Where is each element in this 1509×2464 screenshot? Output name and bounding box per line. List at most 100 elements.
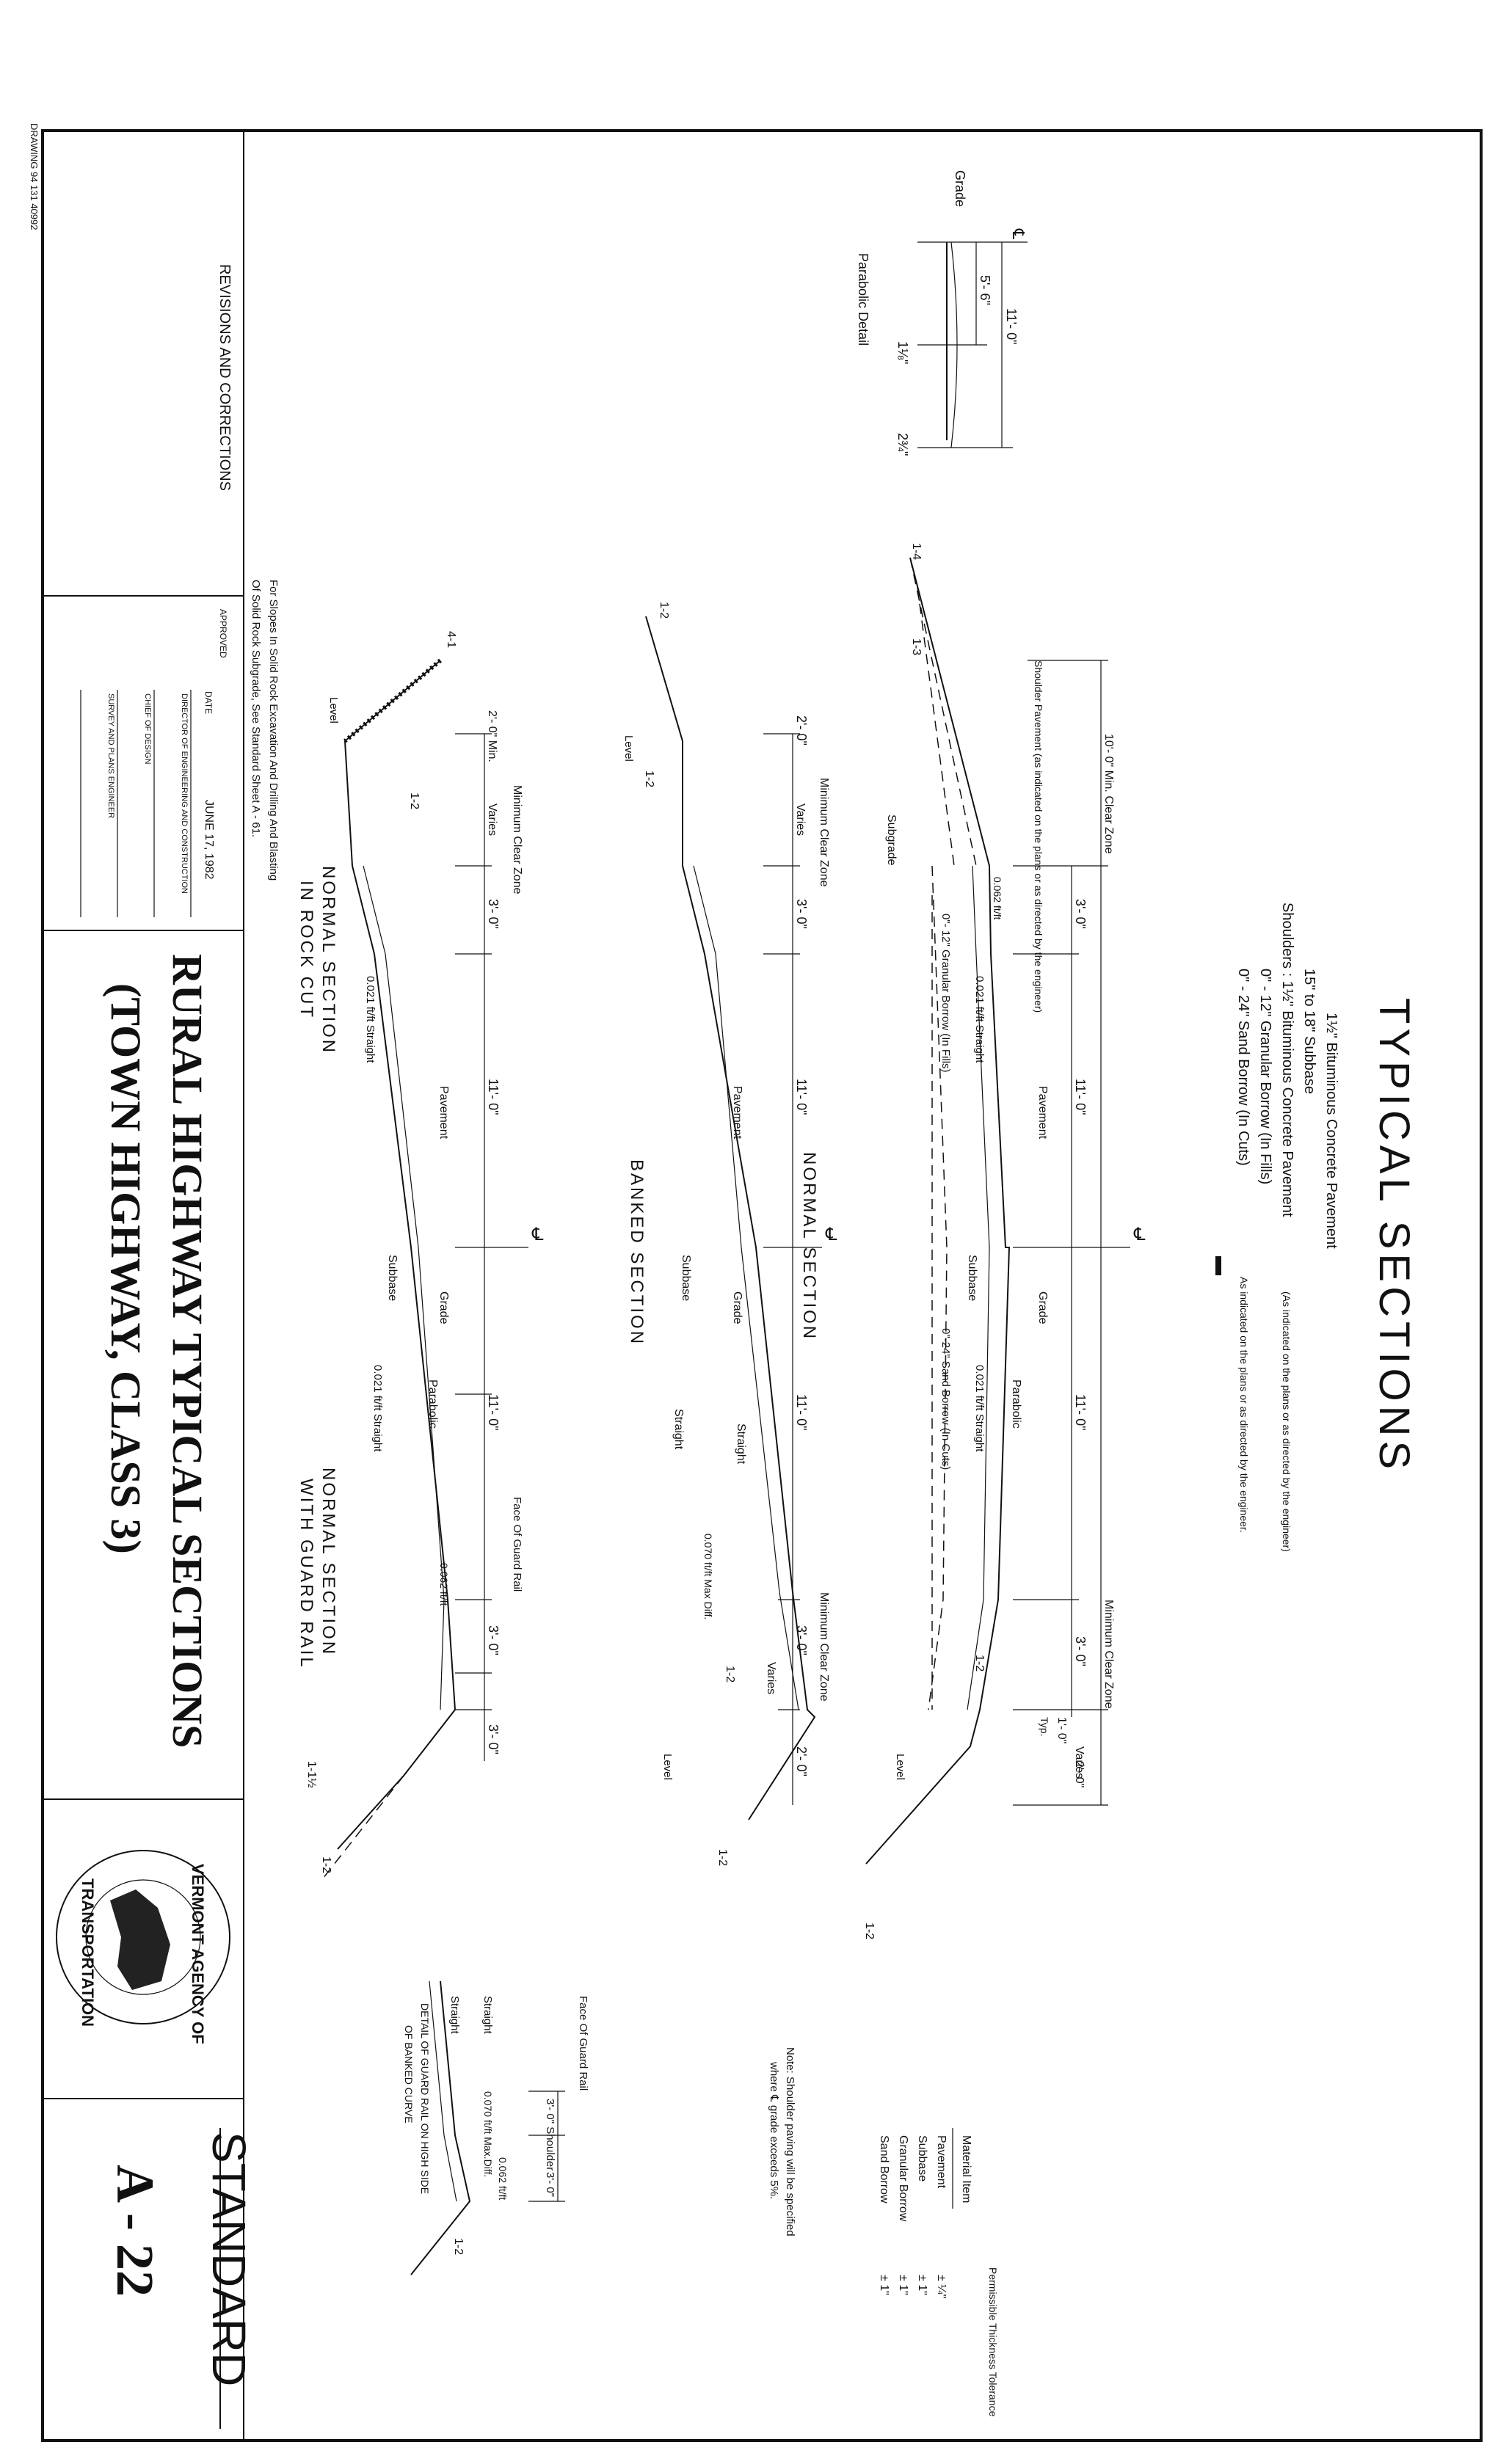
banked-dim-2: 3'- 0" <box>794 899 809 929</box>
normal-slope-12: 1-2 <box>973 1655 986 1672</box>
parabolic-dim-116: 1⅛" <box>895 341 910 364</box>
agency-seal: VERMONT AGENCY OF TRANSPORTATION <box>56 1850 230 2044</box>
normal-clear-zone-left: 10'- 0" Min. Clear Zone <box>1102 734 1115 854</box>
rock-dim-3: 11'- 0" <box>486 1079 501 1115</box>
normal-dim-6: 2'- 0" <box>1073 1761 1086 1787</box>
rock-dim-2: 3'- 0" <box>486 899 501 929</box>
guard-slope: 0.021 ft/ft Straight <box>371 1365 384 1452</box>
banked-clear-left: Minimum Clear Zone <box>818 778 830 887</box>
banked-slope-12-ditch: 1-2 <box>643 770 655 787</box>
survey-label: SURVEY AND PLANS ENGINEER <box>106 693 115 818</box>
parabolic-grade-label: Grade <box>953 170 967 207</box>
banked-straight: Straight <box>735 1424 747 1465</box>
agency-top-text: VERMONT AGENCY OF <box>189 1864 207 2044</box>
sheet-number: A - 22 <box>106 2165 164 2297</box>
normal-dim-5: 1'- 0" <box>1055 1717 1068 1743</box>
banked-dim-6: Varies <box>765 1662 777 1694</box>
date-label: DATE <box>203 691 214 714</box>
normal-granular: 0"- 12" Granular Borrow (In Fills) <box>939 914 952 1073</box>
guard-detail-face: Face Of Guard Rail <box>577 1996 589 2091</box>
normal-section: 10'- 0" Min. Clear Zone Minimum Clear Zo… <box>799 543 1130 1939</box>
normal-slope-14: 1-4 <box>910 543 923 560</box>
normal-slope-14-dash <box>909 557 977 867</box>
rock-subtitle: IN ROCK CUT <box>297 881 316 1019</box>
normal-title: NORMAL SECTION <box>799 1152 819 1341</box>
banked-grade: Grade <box>731 1291 743 1324</box>
normal-shoulder-slope: 0.062 ft/ft <box>992 877 1003 919</box>
banked-surface-line <box>645 616 816 1820</box>
rock-surface-line <box>337 660 457 1850</box>
guard-subbase: Subbase <box>386 1255 399 1301</box>
rock-subbase-line <box>363 865 445 1710</box>
chief-label: CHIEF OF DESIGN <box>143 693 152 765</box>
tolerance-col-tol: Permissible Thickness Tolerance <box>987 2267 999 2417</box>
guard-detail-title-1: DETAIL OF GUARD RAIL ON HIGH SIDE <box>419 2003 431 2194</box>
rock-footnote-2: Of Solid Rock Subgrade, See Standard She… <box>250 580 262 837</box>
tolerance-row-2-tol: ± 1" <box>897 2275 909 2295</box>
standard-label: STANDARD <box>203 2132 255 2386</box>
guard-dim-2: 3'- 0" <box>486 1724 501 1754</box>
normal-subbase: Subbase <box>966 1255 978 1301</box>
guard-dim-0: 11'- 0" <box>486 1394 501 1431</box>
tolerance-row-0-tol: ± ¼" <box>935 2275 948 2298</box>
normal-dim-2: 11'- 0" <box>1073 1394 1088 1431</box>
normal-cl-marker: ℄ <box>1133 1225 1146 1244</box>
normal-slope-1: 0.021 ft/ft Straight <box>973 976 986 1063</box>
banked-subbase-line <box>693 865 799 1710</box>
guard-dim-1: 3'- 0" <box>486 1625 501 1655</box>
guard-detail-shoulder: 3'- 0" Shoulder <box>544 2099 556 2170</box>
banked-dim-0: 2'- 0" <box>794 715 809 746</box>
sheet-border <box>41 129 1483 2442</box>
tolerance-col-item: Material Item <box>960 2135 972 2203</box>
normal-shoulder-note: Shoulder Pavement (as indicated on the p… <box>1033 660 1044 1013</box>
rock-title: NORMAL SECTION <box>319 866 338 1054</box>
legend-line-5: 0" - 24" Sand Borrow (In Cuts) <box>1235 969 1251 1166</box>
normal-dim-3: 3'- 0" <box>1073 1636 1088 1666</box>
banked-straight-2: Straight <box>672 1409 685 1450</box>
rock-cl-marker: ℄ <box>531 1225 544 1244</box>
guard-detail-max-diff: 0.070 ft/ft Max.Diff. <box>482 2091 494 2177</box>
parabolic-dim-11: 11'- 0" <box>1004 308 1019 345</box>
banked-dim-1: Varies <box>794 803 807 836</box>
approval-date: JUNE 17, 1982 <box>203 800 215 880</box>
rock-pavement: Pavement <box>437 1086 450 1140</box>
rock-dim-1: Varies <box>486 803 498 836</box>
approved-label: APPROVED <box>218 609 228 658</box>
seal-inner-ring <box>85 1879 201 1995</box>
guard-rail-detail: Face Of Guard Rail 3'- 0" Shoulder 3'- 0… <box>403 1980 589 2275</box>
agency-bottom-text: TRANSPORTATION <box>79 1878 97 2027</box>
guard-detail-dim: 3'- 0" <box>544 2172 556 2197</box>
normal-clear-zone-right: Minimum Clear Zone <box>1102 1600 1115 1709</box>
parabolic-detail: Grade ℄ 11'- 0" 5'- 6" 1⅛" 2¾" Parabolic… <box>856 170 1028 456</box>
rock-face-hatch <box>343 658 442 743</box>
tolerance-row-3-tol: ± 1" <box>878 2275 890 2295</box>
tolerance-row-2-item: Granular Borrow <box>897 2135 909 2222</box>
banked-dim-3: 11'- 0" <box>794 1079 809 1115</box>
parabolic-dim-234: 2¾" <box>895 433 910 456</box>
normal-surface-line <box>865 557 1011 1865</box>
banked-slope-12-right: 1-2 <box>724 1666 736 1683</box>
banked-dim-7: 2'- 0" <box>794 1746 809 1776</box>
normal-typ: Typ. <box>1039 1717 1050 1736</box>
normal-grade: Grade <box>1036 1291 1049 1324</box>
shoulder-paving-note-1: Note: Shoulder paving will be specified <box>784 2047 796 2237</box>
normal-slope-13: 1-3 <box>910 638 923 655</box>
banked-section: 2'- 0" Varies 3'- 0" 11'- 0" 11'- 0" 3'-… <box>622 602 830 1866</box>
guard-shoulder-slope: 0.062 ft/ft <box>438 1563 450 1605</box>
banked-slope-12-far: 1-2 <box>716 1849 729 1866</box>
guard-detail-straight-2: Straight <box>448 1996 461 2035</box>
guard-detail-surface <box>410 1980 471 2275</box>
banked-cl-marker: ℄ <box>825 1225 837 1244</box>
normal-slope-12-right: 1-2 <box>863 1922 876 1939</box>
normal-slope-2: 0.021 ft/ft Straight <box>973 1365 986 1452</box>
rock-clear: Minimum Clear Zone <box>511 785 523 894</box>
banked-slope-12-left: 1-2 <box>658 602 670 619</box>
tolerance-row-1-item: Subbase <box>916 2135 928 2181</box>
banked-level-right: Level <box>661 1754 674 1780</box>
header-scrawl: DRAWING 94 131 40992 <box>29 123 40 230</box>
legend-line-2: 15" to 18" Subbase <box>1301 969 1317 1094</box>
sheet-title-line2: (TOWN HIGHWAY, CLASS 3) <box>102 983 150 1554</box>
guard-slope-12: 1-2 <box>320 1856 332 1873</box>
seal-outer-ring <box>56 1850 230 2024</box>
